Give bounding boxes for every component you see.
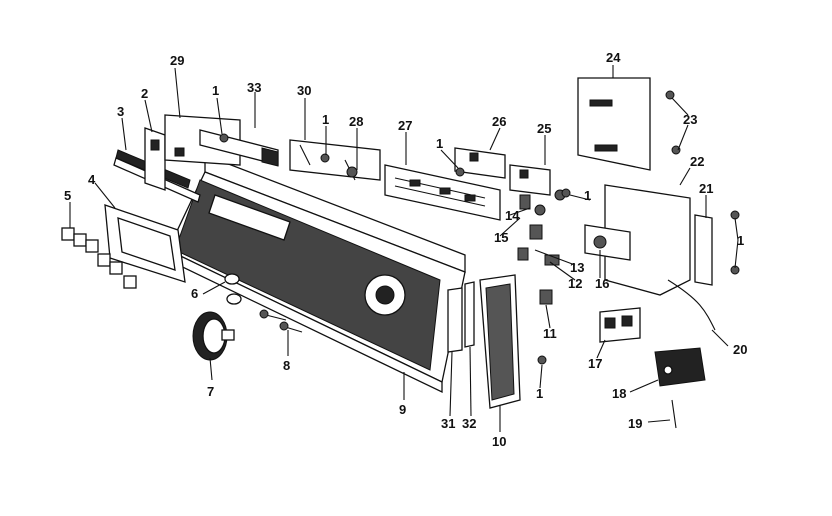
callout-6: 6 [191, 286, 198, 301]
callout-14: 14 [505, 208, 520, 223]
relay-block-part [454, 147, 551, 196]
switch-bracket-part [289, 139, 381, 181]
circuit-board-part [384, 164, 501, 221]
control-panel-part [167, 154, 466, 394]
callout-13: 13 [570, 260, 584, 275]
callout-33: 33 [247, 80, 261, 95]
callout-17: 17 [588, 356, 602, 371]
vent-grille-part [479, 274, 521, 409]
end-bracket-part [144, 127, 166, 191]
callout-16: 16 [595, 276, 609, 291]
callout-4: 4 [88, 172, 96, 187]
leader-lines [69, 65, 739, 432]
cover-plate-part [577, 77, 651, 171]
callout-28: 28 [349, 114, 363, 129]
callout-24: 24 [606, 50, 621, 65]
callout-3: 3 [117, 104, 124, 119]
callout-21: 21 [699, 181, 713, 196]
callout-19: 19 [628, 416, 642, 431]
callout-9: 9 [399, 402, 406, 417]
callout-18: 18 [612, 386, 626, 401]
callout-32: 32 [462, 416, 476, 431]
bezel-part [104, 204, 186, 283]
callout-1-top-left: 1 [212, 83, 219, 98]
callout-1-bottom: 1 [536, 386, 543, 401]
callout-10: 10 [492, 434, 506, 449]
callout-5: 5 [64, 188, 71, 203]
side-bracket-part [694, 214, 713, 286]
callout-25: 25 [537, 121, 551, 136]
keys-part [61, 227, 137, 289]
callout-1-far-right: 1 [737, 233, 744, 248]
callout-1-board: 1 [436, 136, 443, 151]
callout-7: 7 [207, 384, 214, 399]
callout-22: 22 [690, 154, 704, 169]
callout-30: 30 [297, 83, 311, 98]
callout-20: 20 [733, 342, 747, 357]
callout-15: 15 [494, 230, 508, 245]
callout-1-mid: 1 [322, 112, 329, 127]
screws-part [259, 309, 303, 333]
top-bar-part [199, 129, 279, 167]
side-strips-part [447, 281, 475, 353]
callout-1-right: 1 [584, 188, 591, 203]
relay-part [599, 307, 641, 343]
small-screws-part [219, 90, 740, 365]
push-buttons-part [224, 273, 242, 305]
callout-31: 31 [441, 416, 455, 431]
callout-26: 26 [492, 114, 506, 129]
terminal-block-part [654, 347, 706, 387]
control-box-part [584, 184, 716, 331]
wire-part [671, 399, 677, 429]
switch-components-part [517, 189, 566, 305]
callout-29: 29 [170, 53, 184, 68]
knob-part [192, 311, 235, 361]
callout-8: 8 [283, 358, 290, 373]
callout-12: 12 [568, 276, 582, 291]
callout-23: 23 [683, 112, 697, 127]
callout-labels: 29 1 33 2 3 30 1 28 27 1 26 25 24 23 22 … [64, 50, 747, 449]
callout-11: 11 [543, 326, 557, 341]
callout-2: 2 [141, 86, 148, 101]
callout-27: 27 [398, 118, 412, 133]
